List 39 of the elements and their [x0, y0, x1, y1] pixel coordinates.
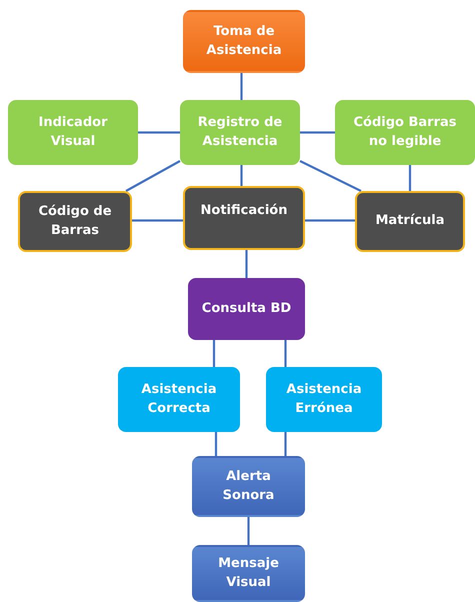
process-box [180, 100, 300, 165]
node-label: Indicador Visual [38, 114, 108, 150]
process-box [192, 545, 305, 602]
node-label: Matrícula [376, 212, 444, 230]
connector-line [300, 131, 335, 134]
connector-line [408, 165, 412, 191]
node-label: Registro de Asistencia [196, 114, 284, 150]
connector-line [240, 73, 243, 100]
connector-line [284, 340, 287, 367]
process-box [188, 278, 305, 340]
process-box [8, 100, 138, 165]
process-box [118, 367, 240, 432]
node-label: Notificación [200, 202, 288, 220]
node-label: Asistencia Errónea [285, 380, 363, 418]
connector-line [284, 432, 287, 456]
process-box [335, 100, 475, 165]
connector-line [245, 250, 248, 278]
process-box [183, 186, 305, 250]
process-box [192, 456, 305, 517]
process-box [266, 367, 382, 432]
node-label: Mensaje Visual [217, 554, 280, 592]
process-box [355, 191, 465, 252]
connector-line [247, 517, 250, 545]
node-label: Asistencia Correcta [140, 380, 218, 418]
connector-line [300, 160, 362, 192]
connector-line [305, 219, 355, 222]
node-label: Código de Barras [37, 202, 113, 240]
node-label: Consulta BD [202, 300, 292, 318]
process-box [18, 191, 132, 252]
connector-line [240, 165, 243, 186]
node-label: Alerta Sonora [222, 468, 276, 504]
node-label: Toma de Asistencia [205, 22, 283, 60]
connector-line [132, 219, 183, 222]
connector-line [214, 432, 218, 456]
node-label: Código Barras no legible [352, 114, 458, 150]
connector-line [138, 131, 180, 134]
connector-line [212, 340, 216, 367]
process-box [183, 10, 305, 73]
connector-line [125, 160, 181, 192]
